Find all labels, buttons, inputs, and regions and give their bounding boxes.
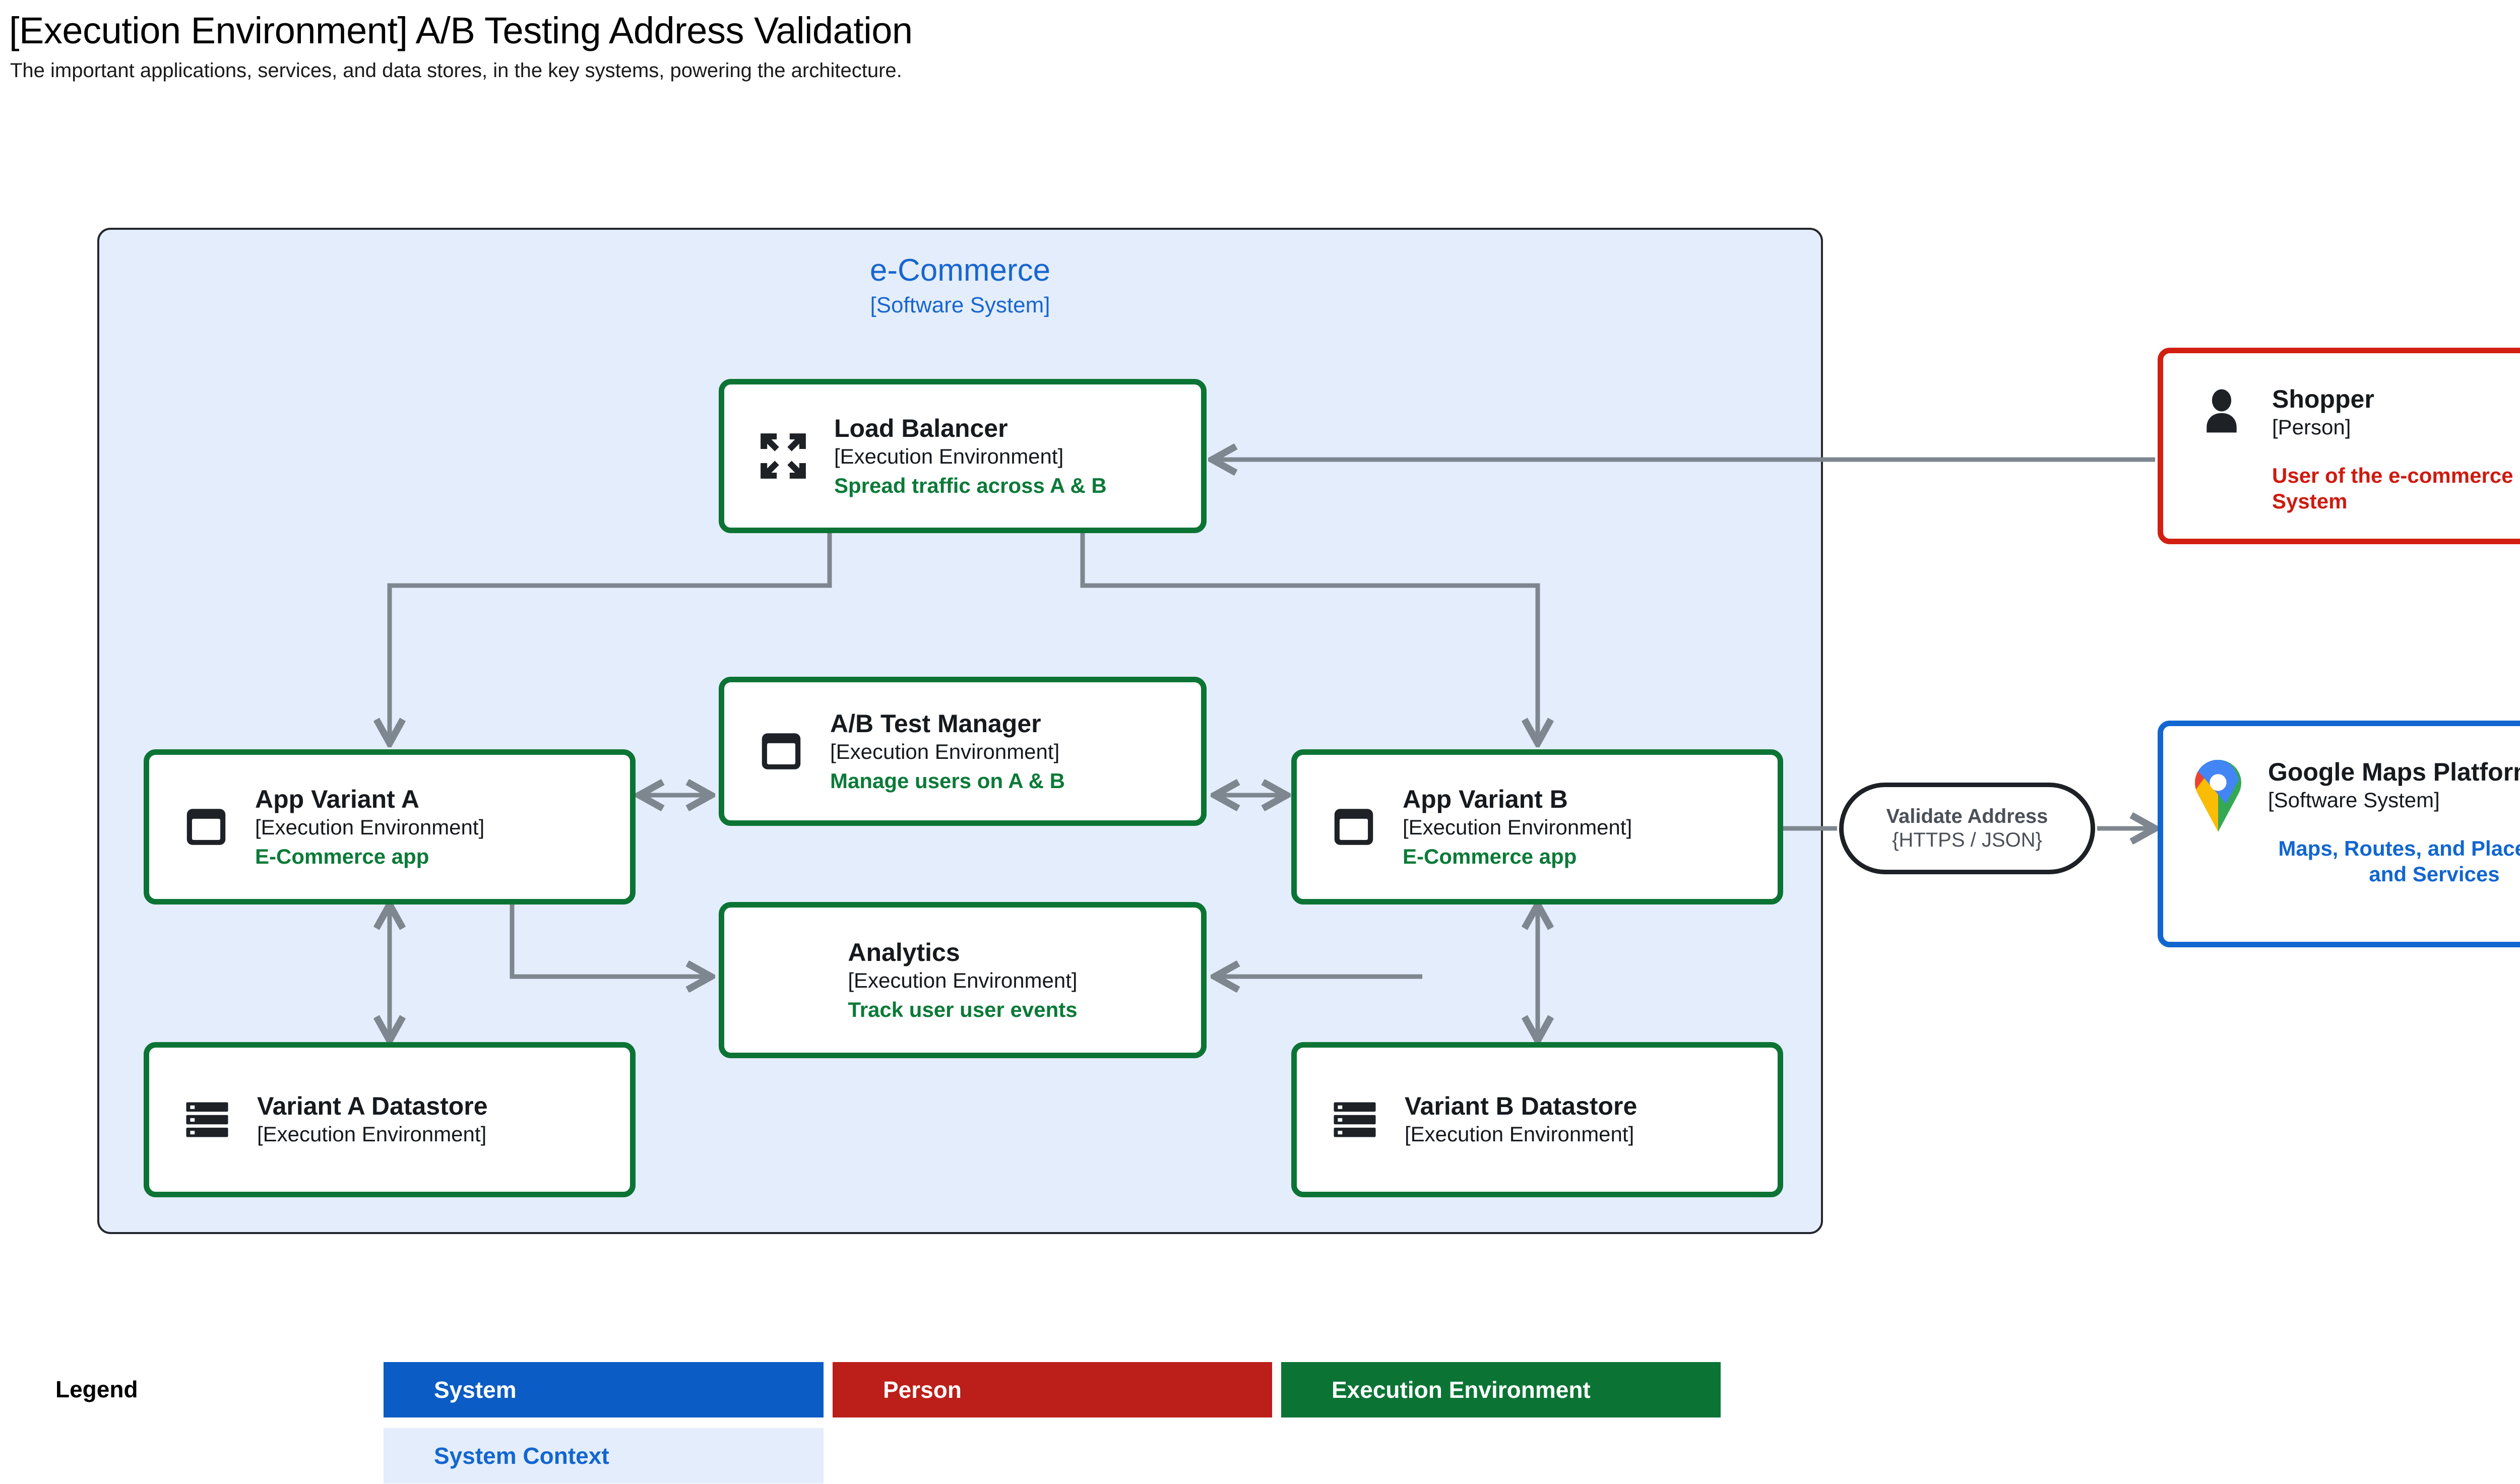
node-variant-a-datastore[interactable]: Variant A Datastore [Execution Environme… — [144, 1042, 636, 1197]
wire-app-variant-a-to-analytics — [510, 905, 711, 977]
node-description: E-Commerce app — [255, 844, 429, 868]
node-title: App Variant B — [1403, 785, 1568, 813]
person-icon — [2207, 389, 2237, 433]
legend-item-label: System — [434, 1377, 517, 1403]
node-google-maps-platform[interactable]: Google Maps Platform [Software System] M… — [2158, 721, 2520, 947]
node-title: Google Maps Platform — [2268, 758, 2520, 786]
node-description: Maps, Routes, and Places APIs and Servic… — [2278, 836, 2520, 886]
node-type: [Execution Environment] — [848, 968, 1078, 992]
node-description: Spread traffic across A & B — [834, 473, 1107, 497]
node-shopper[interactable]: Shopper [Person] User of the e-commerce … — [2158, 348, 2520, 544]
legend-item-label: Execution Environment — [1332, 1377, 1591, 1403]
node-description: Manage users on A & B — [830, 768, 1065, 793]
app-window-icon — [186, 809, 226, 845]
node-title: Variant B Datastore — [1405, 1092, 1637, 1121]
legend-item-label: System Context — [434, 1443, 609, 1469]
node-description: E-Commerce app — [1403, 844, 1577, 868]
node-app-variant-a[interactable]: App Variant A [Execution Environment] E-… — [144, 749, 636, 905]
node-type: [Execution Environment] — [1405, 1122, 1634, 1146]
node-type: [Person] — [2272, 415, 2351, 439]
node-app-variant-b[interactable]: App Variant B [Execution Environment] E-… — [1291, 749, 1783, 905]
node-type: [Execution Environment] — [255, 815, 485, 839]
app-window-icon — [1334, 809, 1373, 845]
node-type: [Software System] — [2268, 788, 2440, 812]
legend-title: Legend — [55, 1376, 138, 1402]
app-window-icon — [762, 733, 801, 769]
wire-load-balancer-to-app-variant-a — [390, 533, 832, 743]
datastore-rack-icon — [1334, 1102, 1376, 1137]
node-title: Load Balancer — [834, 414, 1008, 442]
legend-item-system-context: System Context — [384, 1428, 824, 1483]
legend-item-execution-environment: Execution Environment — [1281, 1362, 1721, 1417]
node-description: Track user user events — [848, 997, 1078, 1021]
datastore-rack-icon — [186, 1102, 228, 1137]
edge-label-line-2: {HTTPS / JSON} — [1892, 829, 2042, 851]
page-title: [Execution Environment] A/B Testing Addr… — [9, 10, 913, 51]
node-ab-test-manager[interactable]: A/B Test Manager [Execution Environment]… — [719, 677, 1207, 826]
google-maps-pin-icon — [2195, 759, 2241, 832]
wire-load-balancer-to-app-variant-b — [1080, 533, 1538, 743]
legend-item-system: System — [384, 1362, 824, 1417]
node-title: Variant A Datastore — [257, 1092, 488, 1121]
node-variant-b-datastore[interactable]: Variant B Datastore [Execution Environme… — [1291, 1042, 1783, 1197]
node-title: A/B Test Manager — [830, 709, 1041, 738]
node-type: [Execution Environment] — [257, 1122, 487, 1146]
node-title: Analytics — [848, 938, 960, 966]
boundary-subtitle: [Software System] — [870, 293, 1050, 317]
legend-item-label: Person — [883, 1377, 962, 1403]
node-type: [Execution Environment] — [830, 739, 1060, 763]
legend-item-person: Person — [833, 1362, 1272, 1417]
node-analytics[interactable]: Analytics [Execution Environment] Track … — [719, 902, 1207, 1058]
load-balancer-arrows-icon — [761, 433, 806, 479]
edge-label-validate-address: Validate Address {HTTPS / JSON} — [1839, 783, 2095, 874]
boundary-title: e-Commerce — [869, 253, 1051, 288]
node-title: Shopper — [2272, 385, 2374, 413]
node-type: [Execution Environment] — [834, 444, 1064, 468]
edge-label-line-1: Validate Address — [1886, 805, 2048, 827]
node-title: App Variant A — [255, 785, 419, 813]
node-load-balancer[interactable]: Load Balancer [Execution Environment] Sp… — [719, 379, 1207, 533]
node-description: User of the e-commerce System — [2272, 464, 2513, 513]
node-type: [Execution Environment] — [1403, 815, 1632, 839]
page-subtitle: The important applications, services, an… — [10, 59, 902, 82]
